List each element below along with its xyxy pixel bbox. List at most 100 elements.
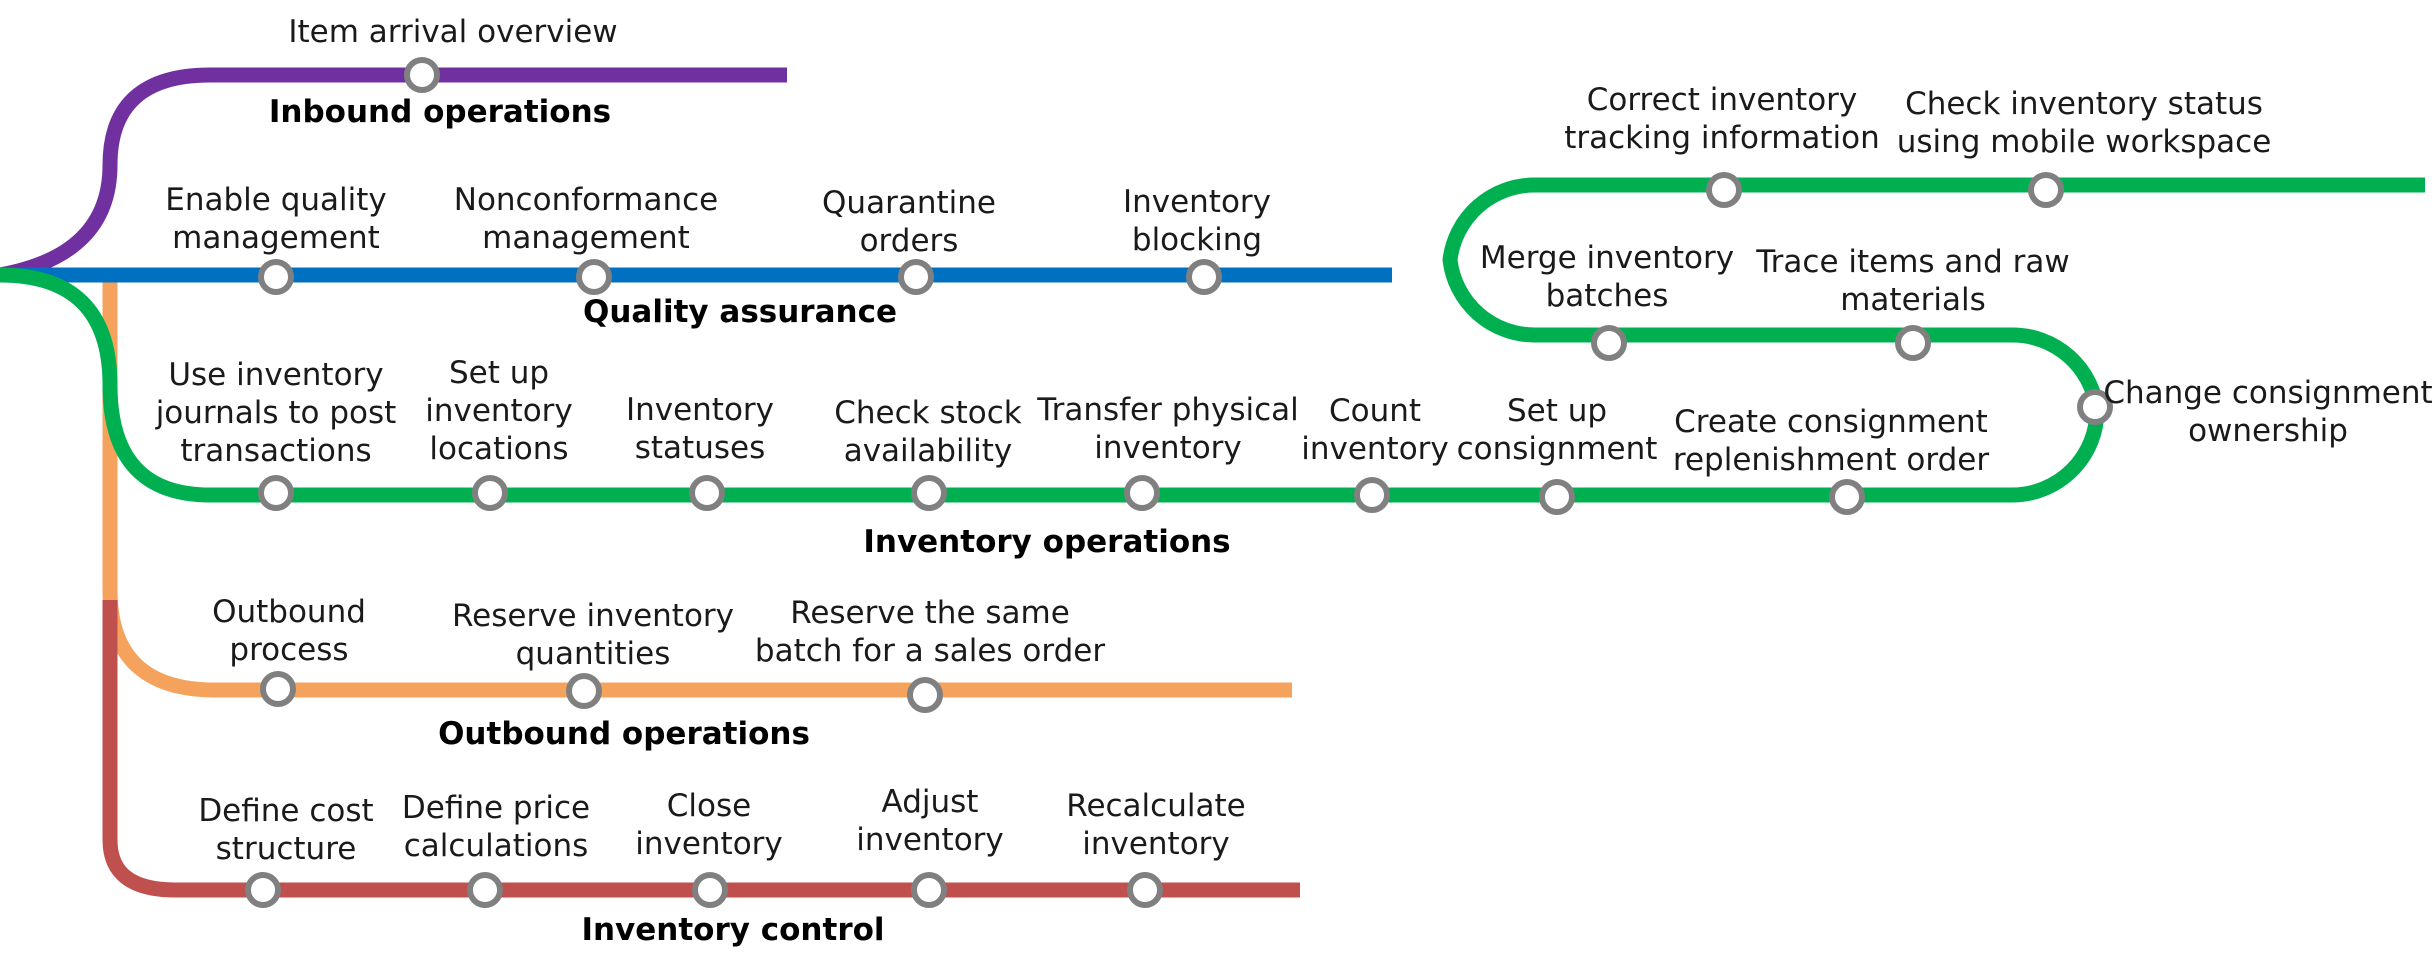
stop-label: Trace items and raw	[1755, 244, 2069, 280]
stop-label: Item arrival overview	[288, 14, 617, 50]
stop-label: quantities	[516, 636, 671, 672]
stop-marker	[911, 872, 947, 908]
stop-label: locations	[429, 431, 568, 467]
stop-label: materials	[1840, 282, 1986, 318]
stop-label: inventory	[1301, 431, 1449, 467]
stop-marker	[576, 259, 612, 295]
stop-label: Adjust	[882, 784, 979, 820]
stop-label: tracking information	[1564, 120, 1880, 156]
stop-marker	[1539, 479, 1575, 515]
inbound-stop: Item arrival overview	[288, 14, 618, 93]
inbound-operations-line	[0, 67, 787, 283]
stop-label: Count	[1329, 393, 1421, 429]
stop-label: availability	[844, 433, 1013, 469]
stop-label: Set up	[1507, 393, 1607, 429]
stop-label: transactions	[180, 433, 371, 469]
stop-label: Nonconformance	[454, 182, 719, 218]
stop-marker	[1895, 325, 1931, 361]
quality-assurance-title: Quality assurance	[583, 294, 897, 330]
stop-label: inventory	[856, 822, 1004, 858]
stop-label: Inventory	[626, 392, 774, 428]
stop-label: structure	[216, 831, 357, 867]
inventory-control-title: Inventory control	[581, 912, 884, 948]
stop-label: Reserve inventory	[452, 598, 734, 634]
stop-marker	[1124, 475, 1160, 511]
stop-marker	[245, 872, 281, 908]
stop-label: Use inventory	[168, 357, 383, 393]
stop-marker	[258, 475, 294, 511]
stop-label: process	[229, 632, 348, 668]
stop-label: Set up	[449, 355, 549, 391]
stop-marker	[1354, 477, 1390, 513]
stop-label: management	[172, 220, 380, 256]
stop-label: calculations	[404, 828, 589, 864]
stop-label: journals to post	[155, 395, 397, 431]
stop-marker	[898, 259, 934, 295]
stop-label: batches	[1546, 278, 1669, 314]
stop-marker	[1829, 479, 1865, 515]
stop-label: replenishment order	[1673, 442, 1989, 478]
stop-label: Check inventory status	[1905, 86, 2263, 122]
stop-marker	[2028, 172, 2064, 208]
stop-label: Define price	[402, 790, 590, 826]
stop-marker	[1706, 172, 1742, 208]
stop-label: Quarantine	[822, 185, 996, 221]
stop-label: Create consignment	[1674, 404, 1988, 440]
stop-label: Outbound	[212, 594, 366, 630]
stop-label: Inventory	[1123, 184, 1271, 220]
inventory-control-line	[102, 600, 1300, 898]
stop-label: Reserve the same	[790, 595, 1070, 631]
stop-marker	[258, 259, 294, 295]
stop-marker	[1591, 325, 1627, 361]
stop-label: blocking	[1132, 222, 1262, 258]
stop-marker	[907, 677, 943, 713]
stop-label: Check stock	[834, 395, 1022, 431]
stop-label: inventory	[1094, 430, 1242, 466]
stop-label: consignment	[1457, 431, 1658, 467]
stop-label: Recalculate	[1066, 788, 1245, 824]
stop-label: batch for a sales order	[755, 633, 1105, 669]
stop-marker	[260, 671, 296, 707]
stop-label: management	[482, 220, 690, 256]
stop-label: Correct inventory	[1587, 82, 1858, 118]
stop-label: Define cost	[198, 793, 373, 829]
stop-label: inventory	[1082, 826, 1230, 862]
stop-label: inventory	[425, 393, 573, 429]
stop-marker	[472, 475, 508, 511]
stop-label: Close	[667, 788, 751, 824]
stop-marker	[404, 57, 440, 93]
outbound-operations-title: Outbound operations	[438, 716, 810, 752]
stop-marker	[911, 475, 947, 511]
inventory-operations-title: Inventory operations	[863, 524, 1230, 560]
stop-label: using mobile workspace	[1897, 124, 2272, 160]
stop-marker	[1186, 259, 1222, 295]
stop-label: Merge inventory	[1480, 240, 1734, 276]
stop-label: statuses	[635, 430, 765, 466]
stop-label: orders	[860, 223, 959, 259]
stop-marker	[692, 872, 728, 908]
stop-label: Change consignment	[2103, 375, 2432, 411]
